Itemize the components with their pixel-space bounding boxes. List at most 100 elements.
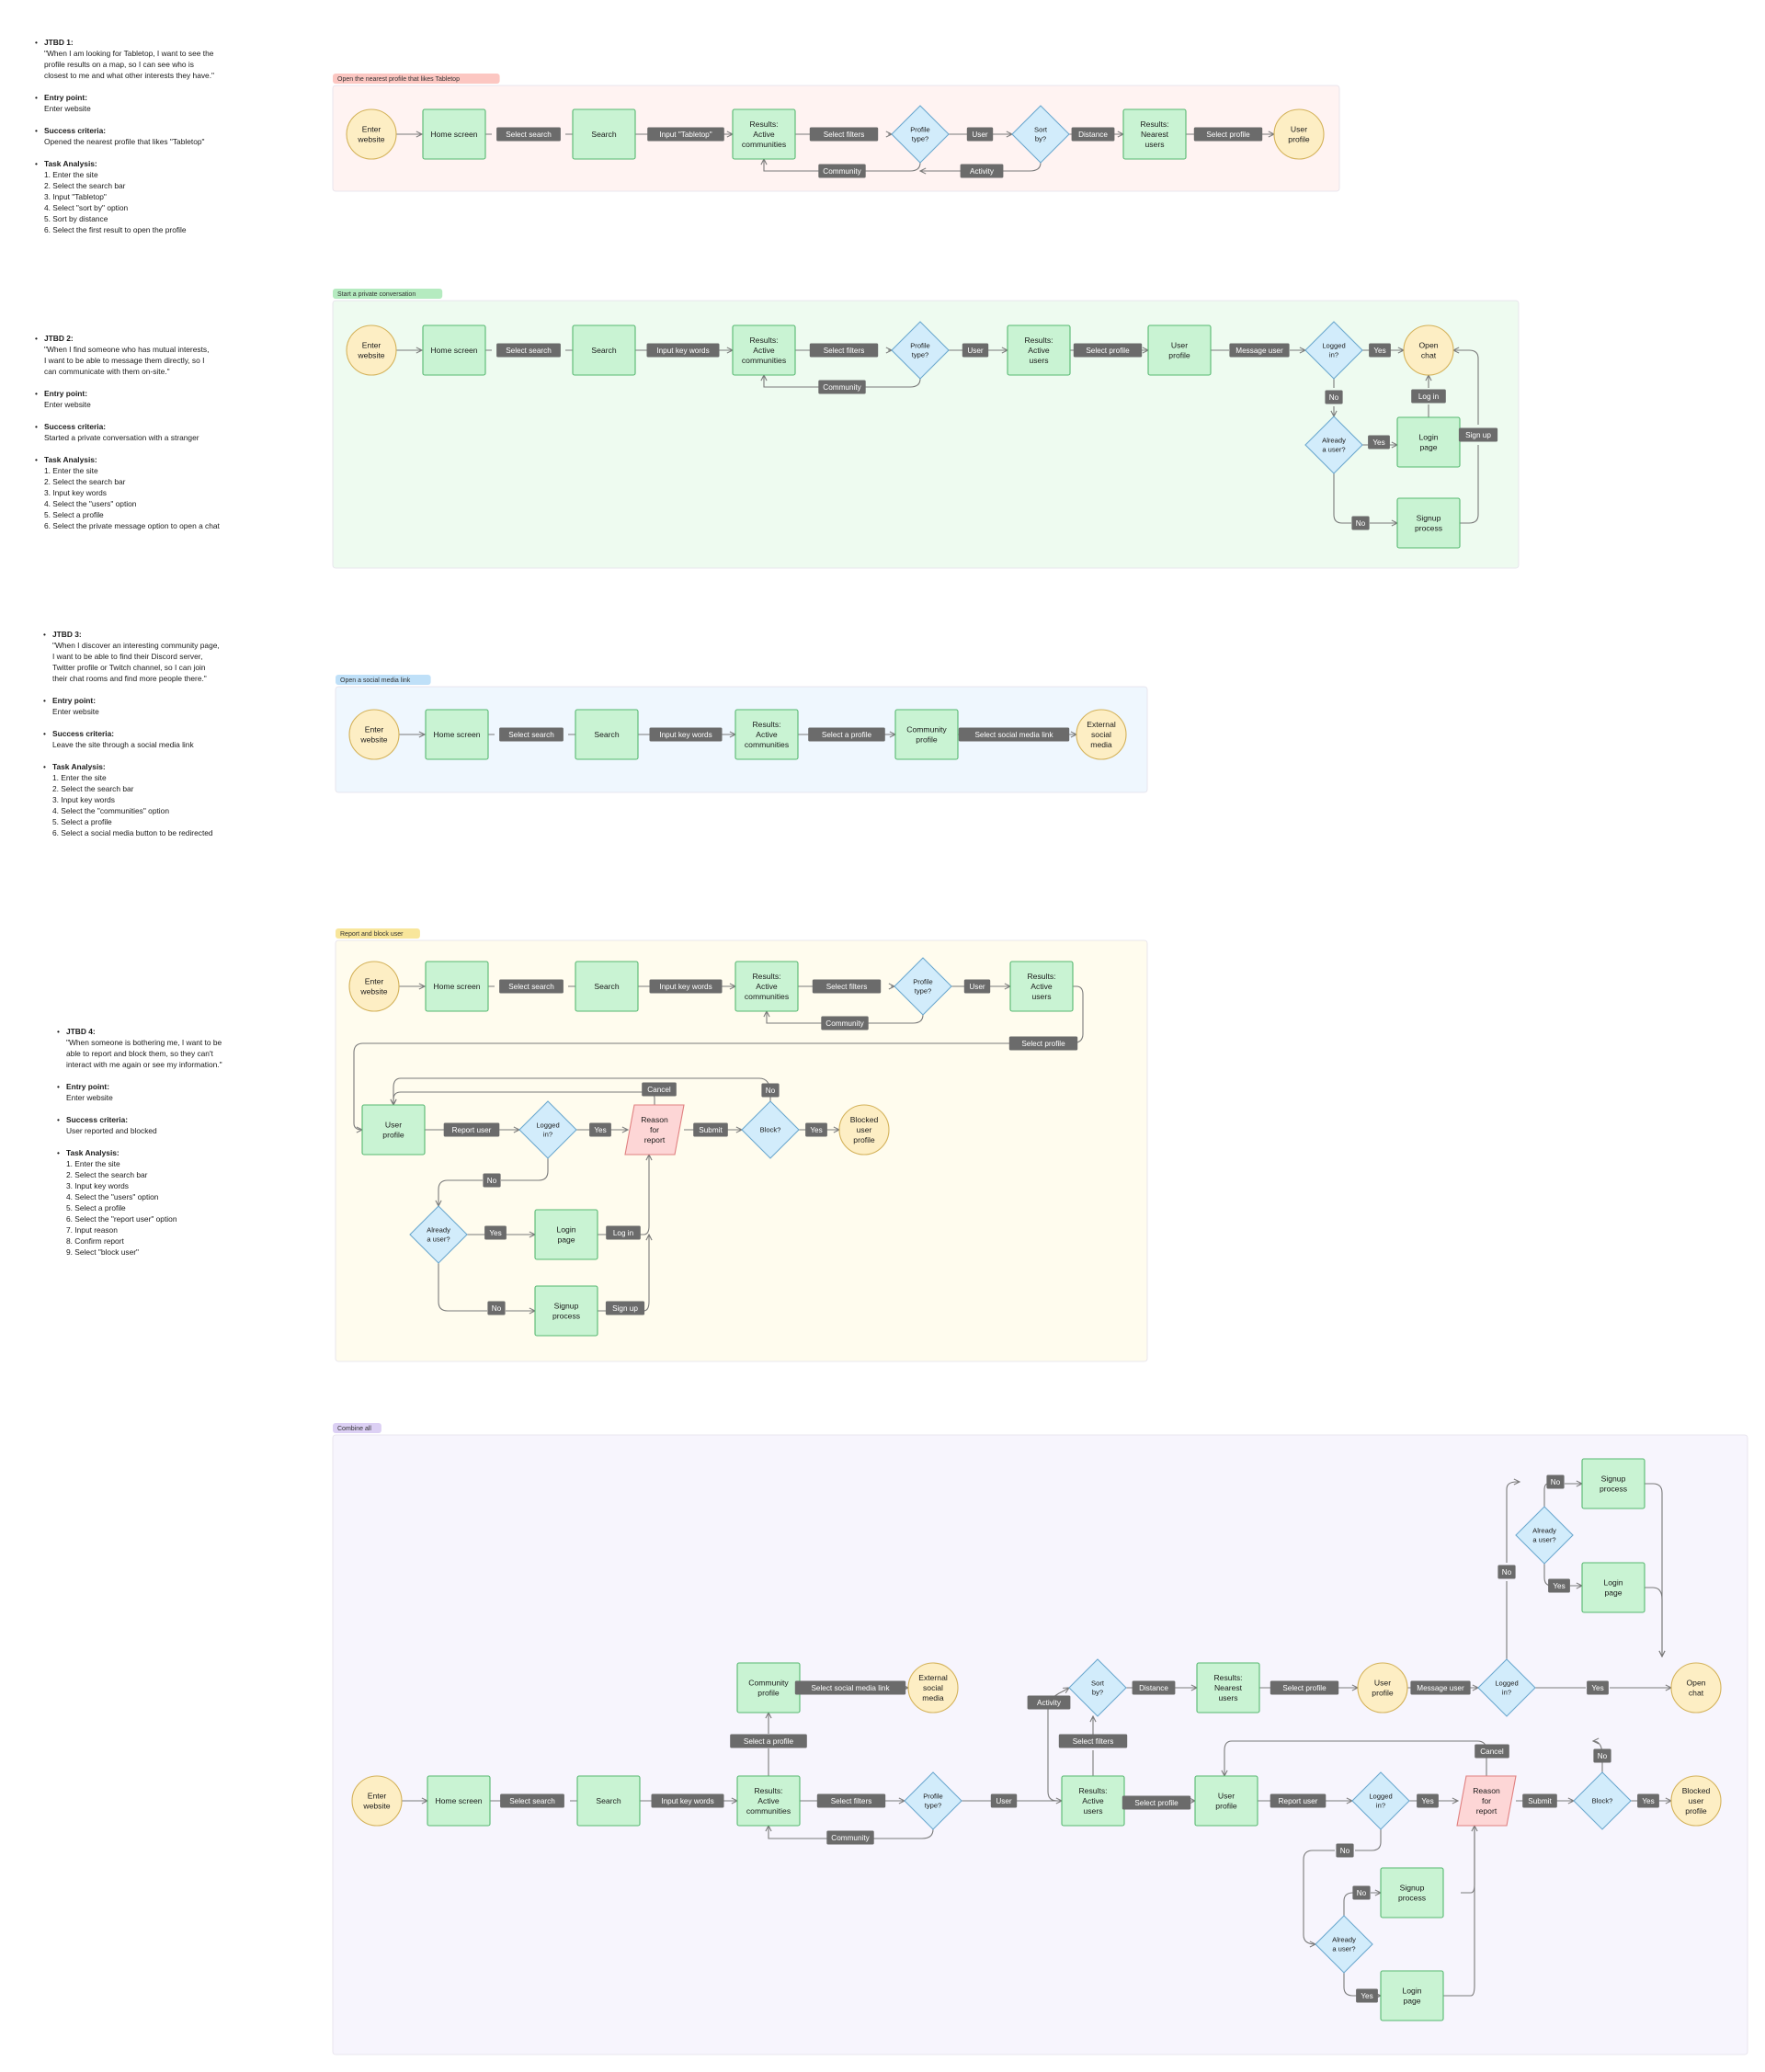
edge-label-text: Select filters (826, 983, 868, 991)
node-decision: Block? (1573, 1771, 1632, 1830)
edge-label-bg (805, 1122, 827, 1137)
note-item: JTBD 3:"When I discover an interesting c… (43, 629, 220, 684)
note-heading: Entry point: (52, 696, 96, 705)
node-label: Search (596, 1796, 621, 1805)
process-box (1581, 1458, 1645, 1509)
edge-label-bg (730, 1734, 807, 1748)
note-text: Enter website (44, 400, 91, 409)
edge-label-bg (816, 1793, 886, 1808)
process-box (1122, 108, 1187, 160)
edge-label: Distance (1132, 1680, 1176, 1695)
edge-label: Select a profile (808, 727, 885, 742)
note-heading: Entry point: (44, 389, 87, 398)
edge-label-text: Select a profile (822, 731, 872, 739)
edge-label-bg (651, 1793, 724, 1808)
note-item: Task Analysis:1. Enter the site 2. Selec… (57, 1147, 222, 1258)
edge-label: Submit (1522, 1793, 1557, 1808)
edge-label-bg (809, 127, 879, 142)
edge-label-text: Yes (1373, 347, 1385, 355)
edge-label: Report user (443, 1122, 500, 1137)
note-item: Success criteria:Opened the nearest prof… (35, 125, 214, 147)
edge-label-bg (1351, 516, 1370, 530)
edge-label: Submit (693, 1122, 728, 1137)
edge-label-bg (499, 727, 564, 742)
node-process: Home screen (425, 709, 489, 760)
edge-label-text: No (1598, 1752, 1608, 1760)
edge-label-text: Activity (1037, 1699, 1062, 1707)
process-box (1007, 324, 1071, 376)
edge-label-bg (1548, 1578, 1570, 1593)
note-item: JTBD 4:"When someone is bothering me, I … (57, 1026, 222, 1070)
edge-label-bg (1587, 1680, 1609, 1695)
process-box (427, 1775, 491, 1827)
edge-label-text: Community (823, 167, 861, 176)
node-process: Home screen (422, 324, 486, 376)
edge-line (764, 159, 921, 172)
edge-label: Input key words (649, 727, 723, 742)
edge-label: User (966, 127, 994, 142)
note-text: 1. Enter the site 2. Select the search b… (52, 773, 213, 837)
note-heading: JTBD 2: (44, 334, 74, 343)
notes-jtbd1: JTBD 1:"When I am looking for Tabletop, … (33, 37, 214, 246)
edge-label: Community (826, 1830, 874, 1845)
report-parallelogram (1456, 1775, 1517, 1827)
node-label: Home screen (433, 730, 480, 739)
edge-label-text: Select search (508, 983, 554, 991)
edge-label: Cancel (1475, 1744, 1509, 1759)
edge-label-text: Input key words (659, 983, 712, 991)
edge-label: Sign up (1458, 427, 1498, 442)
terminal-circle (907, 1662, 959, 1713)
edge-label-bg (1637, 1793, 1659, 1808)
process-box (1581, 1562, 1645, 1613)
edge-label-text: Select profile (1134, 1799, 1179, 1807)
note-text: "When I am looking for Tabletop, I want … (44, 49, 214, 80)
edge-label-bg (693, 1122, 728, 1137)
frame-tag (333, 74, 500, 84)
edge-label-bg (642, 1082, 677, 1097)
note-text: "When someone is bothering me, I want to… (66, 1038, 222, 1069)
edge-label-text: Select search (508, 731, 554, 739)
edge-label-text: Input key words (661, 1797, 713, 1805)
edge-label-text: Select search (506, 131, 552, 139)
node-label: Home screen (430, 130, 477, 139)
edge-label-bg (1369, 343, 1391, 358)
edge-label: Select profile (1122, 1795, 1191, 1810)
note-text: Started a private conversation with a st… (44, 433, 199, 442)
edge-label-bg (496, 343, 561, 358)
edge-label-text: Select social media link (811, 1684, 890, 1692)
note-item: JTBD 1:"When I am looking for Tabletop, … (35, 37, 214, 81)
edge-label-bg (1122, 1795, 1191, 1810)
edge-label-bg (499, 979, 564, 994)
edge-label-text: Cancel (647, 1086, 671, 1094)
process-box (1196, 1662, 1260, 1713)
edge-label-bg (1352, 1885, 1371, 1900)
note-text: User reported and blocked (66, 1126, 157, 1135)
decision-diamond (409, 1205, 468, 1264)
edge-line (1453, 350, 1479, 524)
edge-label-bg (1411, 389, 1446, 404)
edge-label: User (962, 343, 989, 358)
decision-diamond (1304, 321, 1363, 380)
edge-label-bg (761, 1083, 780, 1098)
edge-label: Activity (960, 164, 1004, 178)
note-item: Entry point:Enter website (43, 695, 220, 717)
edge-line (764, 375, 921, 388)
